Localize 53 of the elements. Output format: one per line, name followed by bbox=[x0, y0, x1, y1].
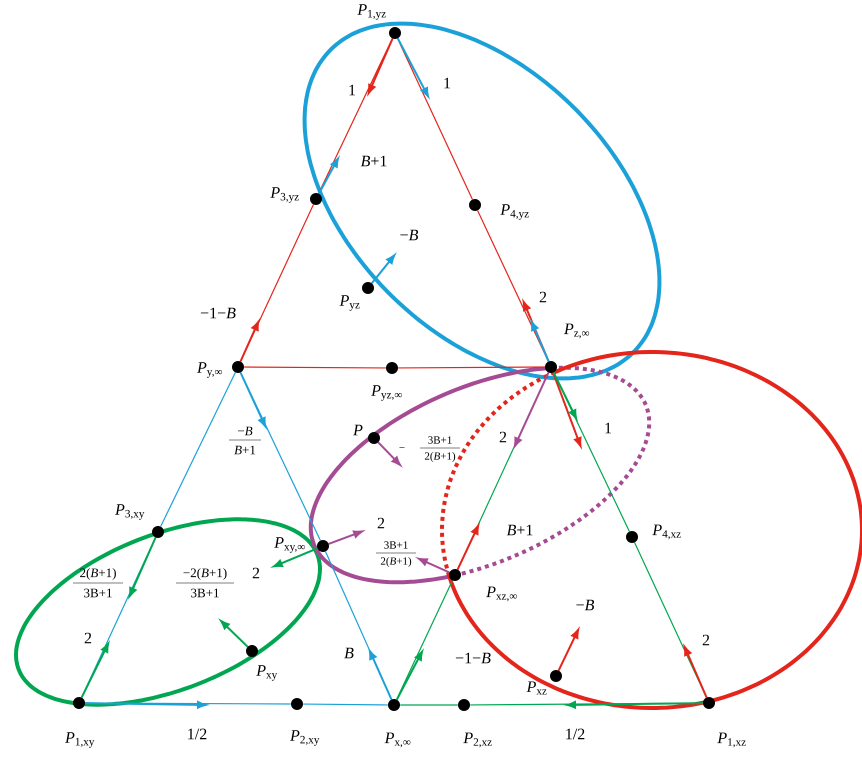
value-label: −1−B bbox=[200, 308, 236, 318]
point-label: P$_{2,xy}$ bbox=[290, 730, 320, 746]
point-label: P$_{xz}$ bbox=[526, 681, 547, 695]
value-label: 1/2 bbox=[566, 728, 584, 740]
value-label: −2(B+1) bbox=[184, 568, 227, 580]
value-label: 3B+1 bbox=[428, 436, 452, 444]
point-label: P$_{x,∞}$ bbox=[384, 732, 410, 748]
line bbox=[303, 703, 388, 706]
value-label: 2 bbox=[84, 632, 92, 644]
value-label: −B bbox=[576, 600, 594, 610]
value-label: 2 bbox=[540, 292, 546, 302]
value-label: B bbox=[344, 648, 354, 658]
point-label: P$_{xy,∞}$ bbox=[274, 537, 305, 553]
value-label: B+1 bbox=[234, 446, 256, 454]
line bbox=[160, 372, 236, 527]
point-label: P$_{4,yz}$ bbox=[500, 204, 529, 220]
line bbox=[400, 704, 458, 706]
point-label: P$_{1,xz}$ bbox=[717, 732, 746, 748]
point-label: P$_{2,xz}$ bbox=[463, 732, 492, 748]
point-label: P$_{xy}$ bbox=[256, 665, 278, 681]
value-label: 1 bbox=[349, 84, 356, 96]
line bbox=[244, 366, 386, 369]
point-label: P$_{yz,∞}$ bbox=[371, 385, 402, 401]
value-label: 1 bbox=[444, 78, 450, 88]
value-label: 3B+1 bbox=[191, 588, 219, 598]
value-label: 2 bbox=[378, 518, 384, 528]
value-label: 2(B+1) bbox=[424, 452, 456, 462]
value-label: 1/2 bbox=[188, 728, 206, 740]
value-label: −B bbox=[238, 426, 252, 436]
point-label: P$_{3,xy}$ bbox=[115, 504, 144, 520]
value-label: 2 bbox=[500, 432, 506, 442]
value-label: 3B+1 bbox=[384, 541, 408, 549]
point-label: P$_{z,∞}$ bbox=[564, 324, 590, 338]
point-label: P bbox=[353, 424, 362, 436]
value-label: −1−B bbox=[456, 652, 491, 664]
point-label: P$_{1,xy}$ bbox=[65, 732, 94, 748]
point-label: P$_{1,yz}$ bbox=[357, 4, 386, 20]
value-label: B+1 bbox=[360, 156, 386, 166]
line bbox=[398, 366, 545, 369]
point-label: P$_{xz,∞}$ bbox=[486, 586, 517, 602]
value-label: −B bbox=[400, 230, 418, 240]
value-label: 2 bbox=[252, 568, 260, 578]
point-label: P$_{3,yz}$ bbox=[270, 187, 299, 203]
value-label: 2(B+1) bbox=[80, 568, 116, 580]
value-label: B+1 bbox=[506, 524, 532, 536]
value-label: 1 bbox=[605, 422, 612, 434]
point-label: P$_{y,∞}$ bbox=[196, 362, 222, 378]
value-label: 2(B+1) bbox=[380, 557, 412, 567]
point-label: P$_{4,xz}$ bbox=[652, 524, 681, 540]
value-label: − bbox=[399, 447, 405, 448]
point-label: P$_{yz}$ bbox=[340, 295, 360, 311]
value-label: 3B+1 bbox=[84, 588, 112, 598]
value-label: 2 bbox=[702, 634, 710, 646]
